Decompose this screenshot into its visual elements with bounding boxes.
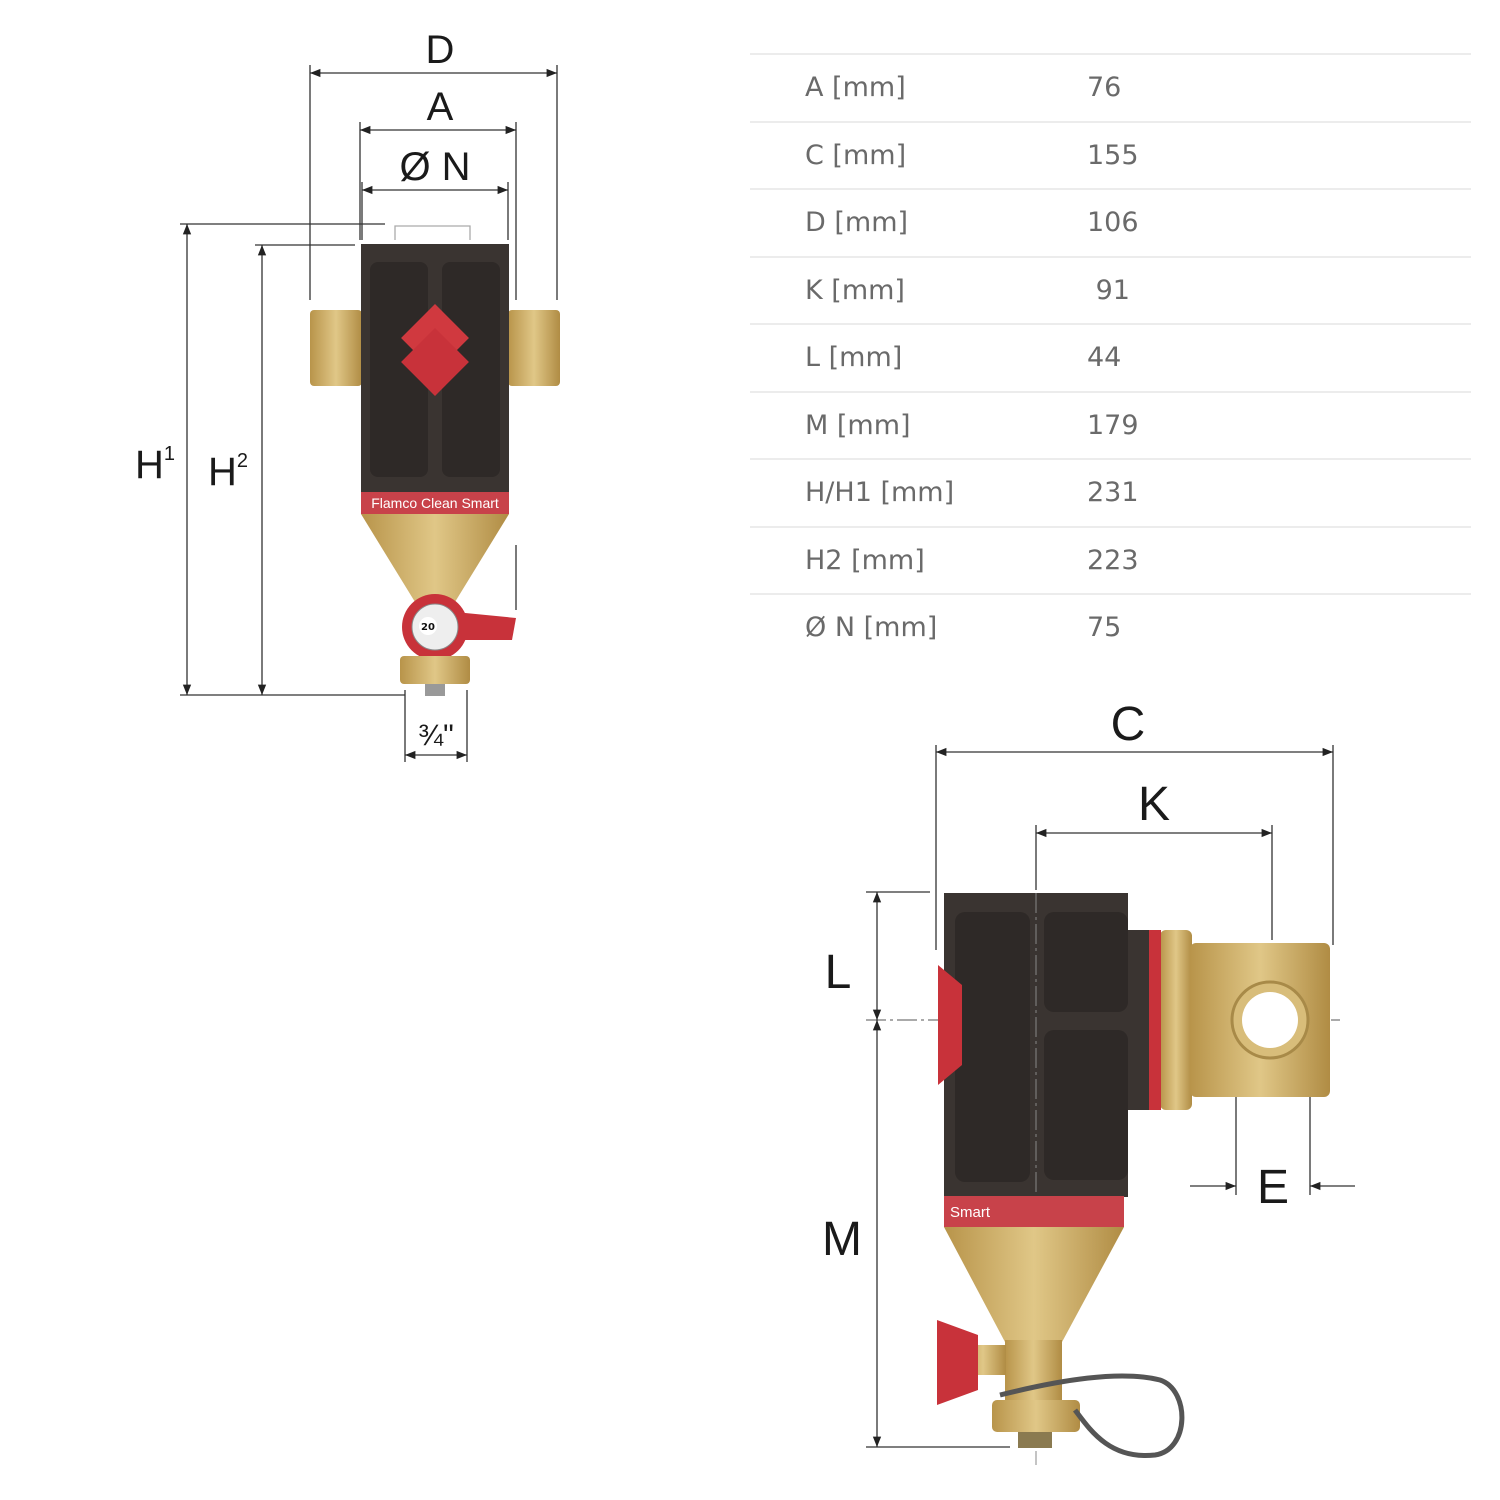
spec-label: D [mm] [805, 207, 909, 239]
spec-value: 75 [1087, 612, 1122, 644]
table-row: A [mm] 76 [750, 53, 1471, 121]
table-row: L [mm] 44 [750, 323, 1471, 391]
spec-value: 106 [1087, 207, 1139, 239]
spec-value: 91 [1087, 274, 1130, 306]
spec-value: 179 [1087, 409, 1139, 441]
table-row: H2 [mm] 223 [750, 525, 1471, 594]
spec-label: H/H1 [mm] [805, 477, 955, 509]
dim-label-e: E [1257, 1161, 1289, 1214]
spec-value: 231 [1087, 477, 1139, 509]
spec-label: K [mm] [805, 274, 905, 306]
dim-label-h2: H2 [208, 450, 248, 494]
spec-label: A [mm] [805, 72, 906, 104]
side-view-labels: C K L M E [822, 698, 1289, 1266]
dim-label-d: D [426, 28, 455, 72]
table-row: Ø N [mm] 75 [750, 593, 1471, 661]
spec-label: Ø N [mm] [805, 612, 938, 644]
dim-label-h1: H1 [135, 443, 175, 487]
brand-band-label: Flamco Clean Smart [371, 495, 499, 511]
dim-label-a: A [427, 85, 454, 129]
dim-label-n: Ø N [399, 145, 470, 189]
table-row: M [mm] 179 [750, 390, 1471, 459]
dim-label-c: C [1111, 698, 1146, 751]
front-view [180, 65, 558, 762]
table-row: C [mm] 155 [750, 120, 1471, 189]
dim-label-l: L [825, 946, 852, 999]
dim-label-drain: ¾" [418, 719, 454, 752]
table-row: H/H1 [mm] 231 [750, 458, 1471, 526]
spec-value: 76 [1087, 72, 1122, 104]
table-row: D [mm] 106 [750, 188, 1471, 256]
spec-value: 155 [1087, 139, 1139, 171]
dial-value: 20 [421, 622, 435, 633]
spec-label: H2 [mm] [805, 544, 925, 576]
spec-value: 44 [1087, 342, 1122, 374]
spec-value: 223 [1087, 544, 1139, 576]
table-row: K [mm] 91 [750, 255, 1471, 324]
spec-label: M [mm] [805, 409, 911, 441]
front-view-product: 20 Flamco Clean Smart [310, 244, 560, 696]
spec-label: C [mm] [805, 139, 907, 171]
dim-label-k: K [1138, 778, 1170, 831]
side-view-product: Smart [937, 893, 1330, 1465]
side-brand-band-label: Smart [950, 1204, 991, 1221]
front-view-labels: D A Ø N H1 H2 ¾" [135, 28, 471, 752]
spec-table: A [mm] 76 C [mm] 155 D [mm] 106 K [mm] 91 L… [750, 53, 1471, 661]
dim-label-m: M [822, 1213, 862, 1266]
spec-label: L [mm] [805, 342, 903, 374]
